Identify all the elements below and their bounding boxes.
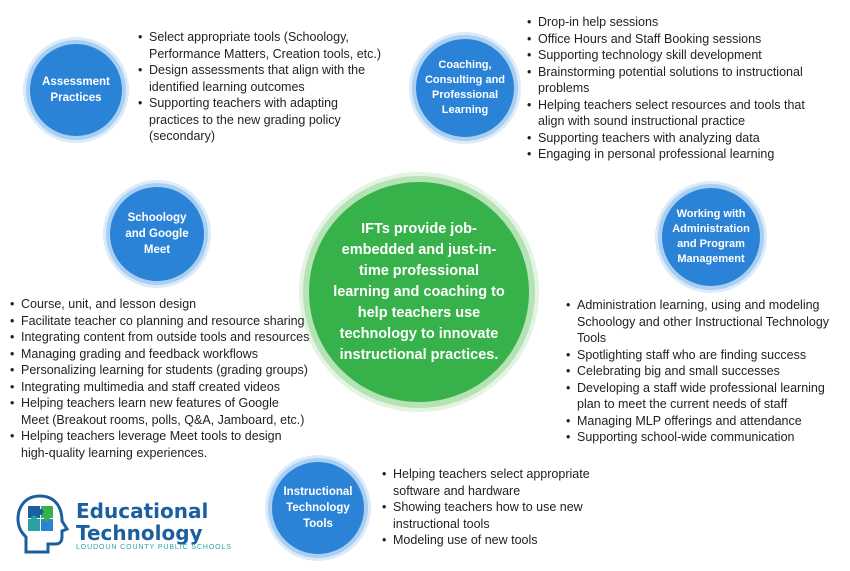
list-item: Drop-in help sessions <box>527 14 827 31</box>
list-item: Engaging in personal professional learni… <box>527 146 827 163</box>
instructional-tools-list: Helping teachers select appropriate soft… <box>382 466 594 549</box>
schoology-title: Schoology and Google Meet <box>125 212 189 256</box>
coaching-title: Coaching, Consulting and Professional Le… <box>424 59 506 116</box>
list-item: Integrating multimedia and staff created… <box>10 379 310 396</box>
logo-title: Educational Technology <box>76 500 208 544</box>
coaching-list: Drop-in help sessions Office Hours and S… <box>527 14 827 163</box>
list-item: Showing teachers how to use new instruct… <box>382 499 594 532</box>
center-circle: IFTs provide job-embedded and just-in-ti… <box>303 176 535 408</box>
list-item: Celebrating big and small successes <box>566 363 838 380</box>
schoology-list: Course, unit, and lesson design Facilita… <box>10 296 310 461</box>
list-item: Office Hours and Staff Booking sessions <box>527 31 827 48</box>
list-item: Helping teachers select appropriate soft… <box>382 466 594 499</box>
list-item: Supporting teachers with analyzing data <box>527 130 827 147</box>
list-item: Helping teachers select resources and to… <box>527 97 827 130</box>
list-item: Supporting technology skill development <box>527 47 827 64</box>
list-item: Supporting school-wide communication <box>566 429 838 446</box>
list-item: Integrating content from outside tools a… <box>10 329 310 346</box>
assessment-practices-title: Assessment Practices <box>42 76 110 104</box>
list-item: Modeling use of new tools <box>382 532 594 549</box>
instructional-tools-title: Instructional Technology Tools <box>283 486 353 530</box>
list-item: Design assessments that align with the i… <box>138 62 388 95</box>
administration-list: Administration learning, using and model… <box>566 297 838 446</box>
list-item: Helping teachers learn new features of G… <box>10 395 310 428</box>
center-text: IFTs provide job-embedded and just-in-ti… <box>333 220 505 363</box>
list-item: Facilitate teacher co planning and resou… <box>10 313 310 330</box>
logo-line-2: Technology <box>76 521 203 545</box>
list-item: Developing a staff wide professional lea… <box>566 380 838 413</box>
assessment-practices-circle: Assessment Practices <box>26 40 126 140</box>
list-item: Administration learning, using and model… <box>566 297 838 347</box>
list-item: Personalizing learning for students (gra… <box>10 362 310 379</box>
coaching-circle: Coaching, Consulting and Professional Le… <box>412 35 518 141</box>
logo-line-1: Educational <box>76 499 209 523</box>
schoology-circle: Schoology and Google Meet <box>106 183 208 285</box>
instructional-tools-circle: Instructional Technology Tools <box>268 458 368 558</box>
list-item: Select appropriate tools (Schoology, Per… <box>138 29 388 62</box>
administration-title: Working with Administration and Program … <box>672 208 750 265</box>
list-item: Brainstorming potential solutions to ins… <box>527 64 827 97</box>
logo-subtitle: LOUDOUN COUNTY PUBLIC SCHOOLS <box>76 544 232 551</box>
list-item: Spotlighting staff who are finding succe… <box>566 347 838 364</box>
educational-technology-logo: Educational Technology LOUDOUN COUNTY PU… <box>16 492 231 556</box>
list-item: Supporting teachers with adapting practi… <box>138 95 388 145</box>
list-item: Helping teachers leverage Meet tools to … <box>10 428 310 461</box>
administration-circle: Working with Administration and Program … <box>658 184 764 290</box>
list-item: Managing grading and feedback workflows <box>10 346 310 363</box>
list-item: Course, unit, and lesson design <box>10 296 310 313</box>
list-item: Managing MLP offerings and attendance <box>566 413 838 430</box>
head-puzzle-icon <box>16 494 70 554</box>
assessment-practices-list: Select appropriate tools (Schoology, Per… <box>138 29 388 145</box>
